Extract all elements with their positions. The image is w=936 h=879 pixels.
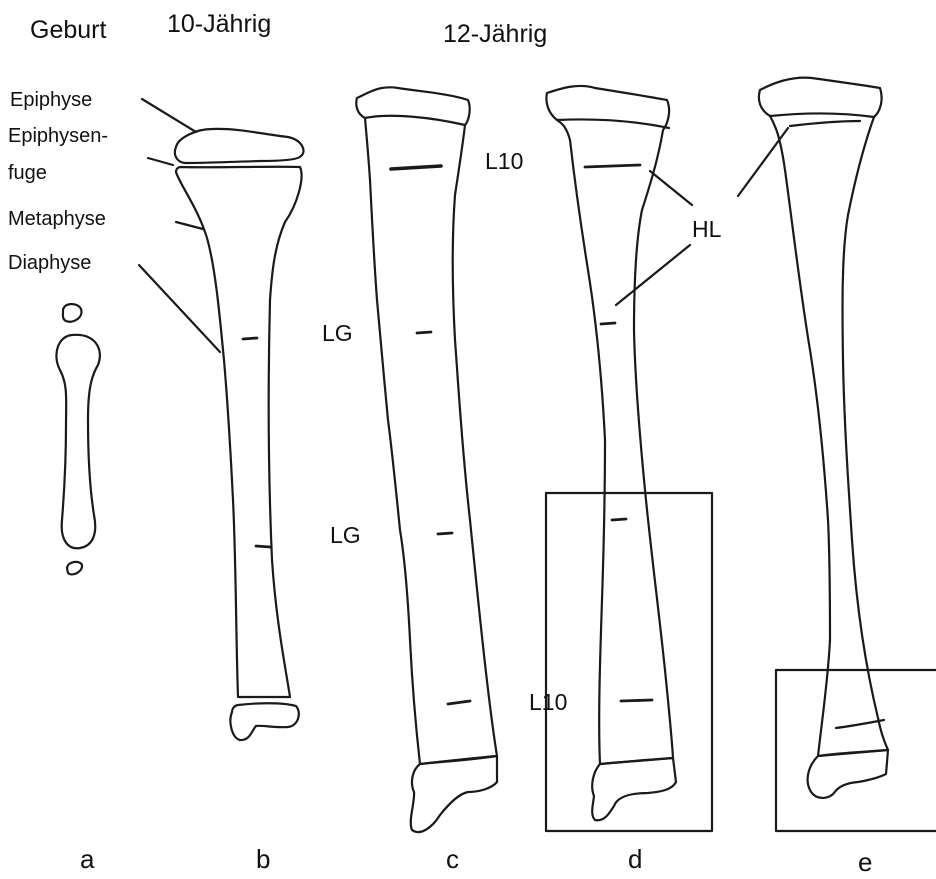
bone-d-l10-top-line xyxy=(585,165,640,167)
bone-d-growth-plate xyxy=(557,119,669,128)
marker-lg-upper: LG xyxy=(322,320,353,346)
bone-c-lg-upper-mark xyxy=(417,332,431,333)
bone-e-outline xyxy=(759,78,888,798)
label-epiphysenfuge-line1: Epiphysen- xyxy=(8,125,108,147)
bone-c-distal-plate xyxy=(420,756,497,764)
label-metaphyse: Metaphyse xyxy=(8,208,106,230)
bone-d-l10-bottom-line xyxy=(621,700,652,701)
bone-e-distal-plate xyxy=(818,750,888,756)
header-birth: Geburt xyxy=(30,16,106,44)
hl-leader-d-upper xyxy=(650,171,692,205)
bone-d-distal-plate xyxy=(600,758,673,764)
leader-diaphyse xyxy=(139,265,220,352)
bone-b-mark-upper xyxy=(243,338,257,339)
bone-c xyxy=(356,87,497,832)
leader-metaphyse xyxy=(176,222,203,229)
hl-leader-d-lower xyxy=(616,245,690,305)
bone-b-epiphysis xyxy=(175,129,304,163)
bone-d-lg-upper-mark xyxy=(601,323,615,324)
marker-lg-lower: LG xyxy=(330,522,361,548)
frame-d xyxy=(546,493,712,831)
bone-a-bottom-ossicle xyxy=(67,562,82,575)
label-diaphyse: Diaphyse xyxy=(8,252,91,274)
marker-l10-bottom: L10 xyxy=(529,689,567,715)
panel-label-c: c xyxy=(446,844,459,874)
bone-b xyxy=(175,129,304,740)
hl-leader-e-upper xyxy=(738,128,788,196)
bone-c-lg-lower-mark xyxy=(438,533,452,534)
marker-l10-top: L10 xyxy=(485,148,523,174)
bone-c-l10-top-line xyxy=(391,166,441,169)
panel-label-d: d xyxy=(628,844,642,874)
bone-a-top-ossicle xyxy=(63,304,82,322)
bone-e-growth-plate xyxy=(770,113,874,117)
bone-b-distal-epiphysis xyxy=(230,703,298,740)
label-epiphyse: Epiphyse xyxy=(10,89,92,111)
leader-fuge xyxy=(148,158,173,165)
panel-label-e: e xyxy=(858,847,872,877)
bone-a-shaft xyxy=(56,335,99,548)
header-age10: 10-Jährig xyxy=(167,10,271,38)
bone-e-hl-lower xyxy=(836,720,884,728)
bone-e xyxy=(759,78,888,798)
frame-e xyxy=(776,670,936,831)
label-epiphysenfuge-line2: fuge xyxy=(8,162,47,184)
bone-a xyxy=(56,304,99,574)
bone-c-outline xyxy=(356,87,497,832)
panel-label-b: b xyxy=(256,844,270,874)
header-age12: 12-Jährig xyxy=(443,20,547,48)
bone-e-hl-upper xyxy=(790,121,860,126)
bone-b-mark-lower xyxy=(256,546,270,547)
leader-epiphyse xyxy=(142,99,196,132)
bone-c-l10-bottom-line xyxy=(448,701,470,704)
panel-label-a: a xyxy=(80,844,95,874)
bone-c-growth-plate xyxy=(365,116,465,125)
bone-b-shaft xyxy=(176,167,302,697)
marker-hl: HL xyxy=(692,216,722,242)
bone-d-lg-lower-mark xyxy=(612,519,626,520)
